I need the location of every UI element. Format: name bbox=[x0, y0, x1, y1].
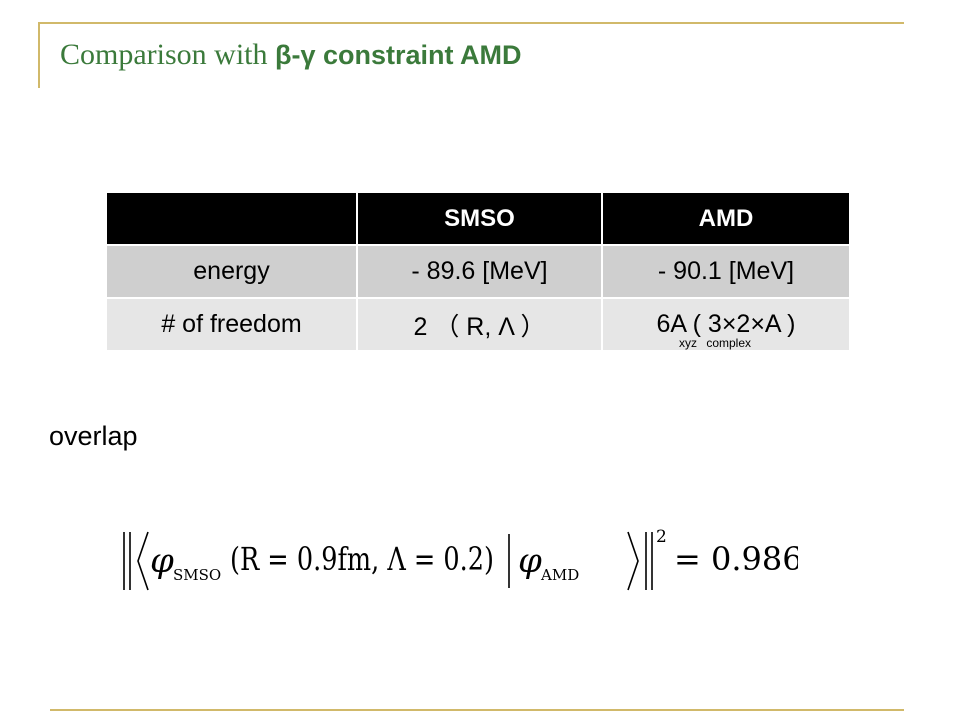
overlap-formula: φ SMSO (R = 0.9fm, Λ = 0.2) φ AMD 2 = 0.… bbox=[123, 527, 798, 591]
table-header-cell bbox=[107, 193, 357, 245]
left-angle-bracket bbox=[137, 531, 149, 591]
right-angle-bracket bbox=[627, 531, 639, 591]
formula-arguments: (R = 0.9fm, Λ = 0.2) bbox=[230, 540, 494, 578]
table-cell: - 90.1 [MeV] bbox=[601, 244, 849, 298]
table-cell: - 89.6 [MeV] bbox=[356, 244, 602, 298]
phi-amd: φ bbox=[518, 541, 542, 581]
formula-exponent: 2 bbox=[656, 527, 667, 547]
bottom-rule bbox=[50, 709, 904, 711]
table-cell: # of freedom bbox=[107, 297, 357, 350]
table-header-cell: AMD bbox=[601, 193, 849, 245]
formula-result: = 0.986 bbox=[674, 540, 798, 578]
table-cell: 2 （ R, Λ ） bbox=[356, 297, 602, 350]
left-rule bbox=[38, 22, 40, 88]
table-row: # of freedom 2 （ R, Λ ） 6A ( 3×2×A ) bbox=[107, 297, 849, 350]
table-header-row: SMSO AMD bbox=[107, 193, 849, 245]
phi-smso: φ bbox=[150, 541, 174, 581]
table-cell: 6A ( 3×2×A ) bbox=[601, 297, 849, 350]
table-row: energy - 89.6 [MeV] - 90.1 [MeV] bbox=[107, 244, 849, 298]
top-rule bbox=[38, 22, 904, 24]
table-header-cell: SMSO bbox=[356, 193, 602, 245]
slide-title-serif: Comparison with bbox=[60, 38, 275, 71]
comparison-table: SMSO AMD energy - 89.6 [MeV] - 90.1 [MeV… bbox=[107, 193, 849, 350]
slide-title-sans: β-γ constraint AMD bbox=[275, 40, 522, 70]
overlap-label: overlap bbox=[49, 421, 138, 451]
freedom-subnote: xyz complex bbox=[679, 336, 752, 350]
slide-title: Comparison with β-γ constraint AMD bbox=[60, 38, 522, 72]
smso-subscript: SMSO bbox=[173, 566, 221, 584]
amd-subscript: AMD bbox=[540, 566, 579, 584]
table-cell: energy bbox=[107, 244, 357, 298]
